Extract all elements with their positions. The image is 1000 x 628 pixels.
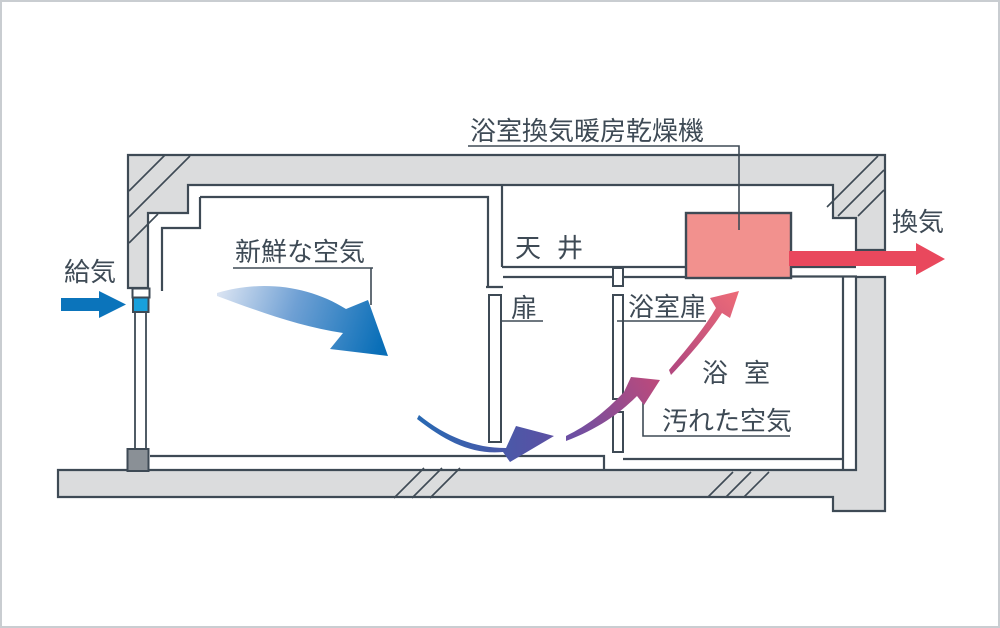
window-sill-block: [126, 448, 150, 472]
exhaust-air-arrow: [789, 243, 945, 275]
unit-label: 浴室換気暖房乾燥機: [470, 116, 704, 146]
airflow-under-door-arrow: [417, 415, 554, 462]
dirty-air-label: 汚れた空気: [662, 406, 792, 436]
bathroom-door-header: [612, 267, 624, 287]
unit-label-leader-line: [468, 145, 740, 230]
window-glass-lines: [134, 312, 147, 450]
fresh-air-leader-line: [233, 267, 373, 305]
bathroom-door-leaf: [612, 294, 624, 400]
ceiling-label: 天井: [515, 233, 599, 263]
airflow-into-bathroom-arrow: [566, 377, 660, 441]
bathroom-door-bottom-rail: [612, 411, 624, 453]
vent-frame: [131, 287, 151, 299]
dirty-air-rising-arrow: [669, 291, 739, 375]
living-room-ceiling-line: [200, 195, 490, 287]
door-leaf: [488, 294, 502, 443]
fresh-air-arrow: [217, 286, 388, 356]
exhaust-label: 換気: [892, 207, 944, 237]
bathroom-label: 浴室: [702, 358, 786, 388]
door-label: 扉: [511, 293, 537, 323]
hatch-top-right: [826, 155, 885, 217]
room-floor-line: [150, 454, 606, 470]
hatch-floor-left: [393, 467, 461, 499]
supply-air-arrow: [61, 291, 126, 318]
dirty-air-leader-line: [642, 398, 790, 437]
wall-floor-section: [56, 275, 887, 513]
supply-vent: [132, 296, 150, 313]
bathroom-door-label: 浴室扉: [628, 292, 706, 322]
hatch-floor-bathroom: [707, 471, 770, 498]
supply-label: 給気: [64, 257, 116, 287]
fresh-air-label: 新鮮な空気: [235, 237, 365, 267]
living-room-corner-inset: [160, 197, 202, 291]
hatch-top-left: [128, 154, 191, 244]
